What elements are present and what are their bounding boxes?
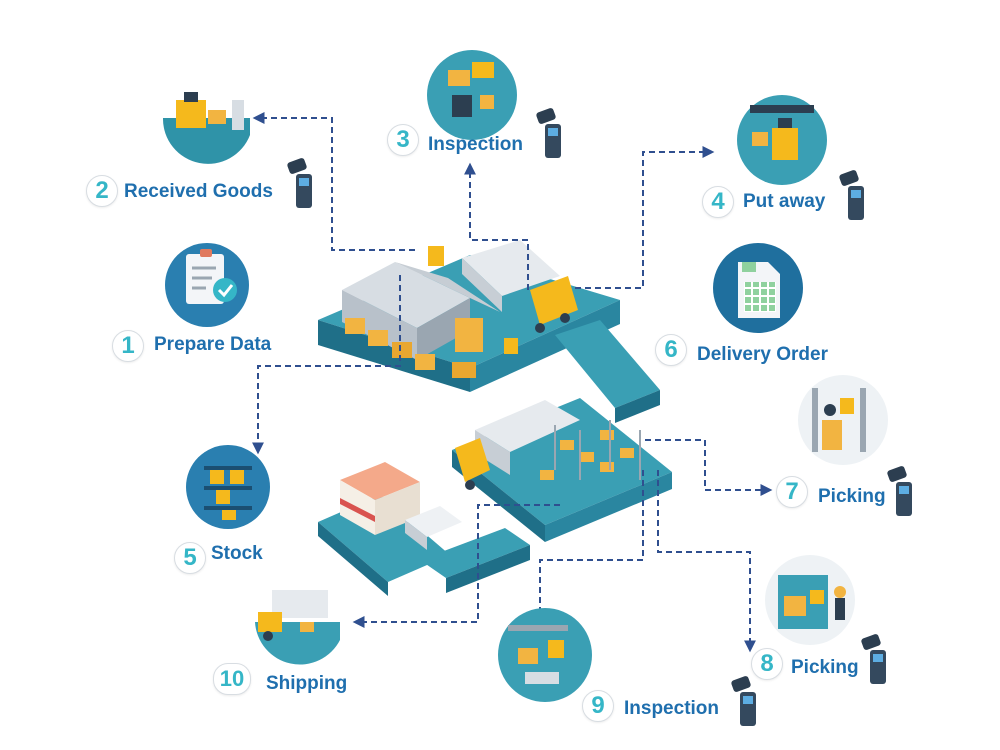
- step-label: Delivery Order: [697, 344, 828, 365]
- shipping-truck-icon: [255, 590, 340, 665]
- clipboard-check-icon: [165, 243, 249, 327]
- step-label: Shipping: [266, 673, 348, 694]
- picking-shelves-icon: [798, 375, 888, 465]
- connector-to-inspection: [464, 162, 529, 290]
- connector-to-picking-8: [657, 470, 756, 653]
- connector-to-shipping: [352, 504, 560, 628]
- connector-to-inspection-9: [539, 470, 644, 610]
- handheld-scanner-icon: [731, 676, 756, 726]
- step-number: 5: [174, 542, 206, 574]
- step-label: Picking: [791, 657, 859, 678]
- step-label: Inspection: [624, 698, 720, 719]
- step-number: 8: [751, 648, 783, 680]
- handheld-scanner-icon: [287, 158, 312, 208]
- step-number: 2: [86, 175, 118, 207]
- handheld-scanner-icon: [887, 466, 912, 516]
- forklift-putaway-icon: [737, 95, 827, 185]
- shelf-boxes-icon: [186, 445, 270, 529]
- step-label: Stock: [211, 543, 263, 564]
- step-number: 4: [702, 186, 734, 218]
- connector-to-picking-7: [645, 439, 773, 496]
- inspection-scene-icon: [427, 50, 517, 140]
- central-warehouse-scene: [318, 240, 672, 596]
- step-number: 10: [213, 663, 251, 695]
- flow-connectors: [252, 112, 773, 653]
- step-number: 3: [387, 124, 419, 156]
- step-label: Picking: [818, 486, 886, 507]
- step-number: 9: [582, 690, 614, 722]
- step-label: Inspection: [428, 134, 524, 155]
- connector-to-stock: [252, 275, 401, 455]
- step-number: 1: [112, 330, 144, 362]
- inspection-packing-icon: [498, 608, 592, 702]
- spreadsheet-document-icon: [713, 243, 803, 333]
- scanner-icons: [287, 108, 912, 726]
- forklift-scene-icon: [162, 92, 250, 164]
- step-number: 6: [655, 334, 687, 366]
- step-label: Put away: [743, 191, 826, 212]
- step-label: Received Goods: [124, 181, 273, 202]
- step-label: Prepare Data: [154, 334, 272, 355]
- step-number: 7: [776, 476, 808, 508]
- picking-worker-icon: [765, 555, 855, 645]
- connector-to-received-goods: [252, 112, 415, 251]
- connector-to-put-away: [575, 146, 715, 289]
- handheld-scanner-icon: [861, 634, 886, 684]
- handheld-scanner-icon: [839, 170, 864, 220]
- handheld-scanner-icon: [536, 108, 561, 158]
